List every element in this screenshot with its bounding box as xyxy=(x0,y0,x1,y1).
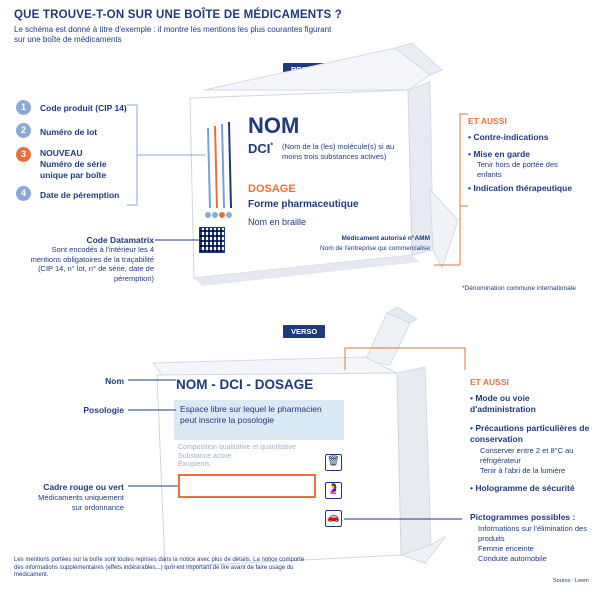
verso-precautions: Précautions particulières de conservatio… xyxy=(470,423,595,444)
car-icon: 🚗 xyxy=(325,510,342,527)
recto-mise-en-garde: Mise en garde xyxy=(468,149,530,160)
composition-text: Composition qualitative et quantitative xyxy=(178,444,296,451)
footer-source: Source : Leem xyxy=(553,578,589,584)
box-forme: Forme pharmaceutique xyxy=(248,199,359,210)
excipients-text: Excipients xyxy=(178,461,210,468)
number-badge-2: 2 xyxy=(16,123,31,138)
composition-block: Composition qualitative et quantitative … xyxy=(178,444,338,470)
page-subtitle: Le schéma est donné à titre d'exemple : … xyxy=(14,25,332,44)
item-numero-serie: Numéro de série unique par boîte xyxy=(40,159,107,180)
box-dci-note: (Nom de la (les) molécule(s) si au moins… xyxy=(282,142,395,161)
verso-etaussi-connector xyxy=(344,347,466,370)
box-dci: DCI* xyxy=(248,141,274,156)
datamatrix-connector xyxy=(155,239,199,241)
box-amm: Médicament autorisé n°AMM xyxy=(341,235,430,242)
verso-mode-administration: Mode ou voie d'administration xyxy=(470,393,590,414)
recto-et-aussi-title: ET AUSSI xyxy=(468,116,507,126)
page-title: QUE TROUVE-T-ON SUR UNE BOÎTE DE MÉDICAM… xyxy=(14,9,343,21)
verso-posologie-label: Posologie xyxy=(83,405,124,415)
datamatrix-text: Sont encodés à l'intérieur les 4 mention… xyxy=(30,245,154,283)
recto-etaussi-connector xyxy=(434,113,468,266)
box-entreprise: Nom de l'entreprise qui commercialise xyxy=(320,245,430,252)
pictos-connector xyxy=(344,518,462,520)
recto-indication: Indication thérapeutique xyxy=(468,183,572,194)
footer-note: Les mentions portées sur la boîte sont t… xyxy=(14,557,305,578)
verso-box-title: NOM - DCI - DOSAGE xyxy=(176,377,314,392)
pictos-title: Pictogrammes possibles : xyxy=(470,512,576,522)
verso-cadre-title: Cadre rouge ou vert xyxy=(43,482,124,492)
number-badge-4: 4 xyxy=(16,186,31,201)
item-code-produit: Code produit (CIP 14) xyxy=(40,103,127,113)
picto-elimination: Informations sur l'élimination des produ… xyxy=(478,524,587,543)
trash-bin-icon: 🗑 xyxy=(325,454,342,471)
posologie-text: Espace libre sur lequel le pharmacien pe… xyxy=(180,404,322,425)
verso-precautions-detail2: Tenir à l'abri de la lumière xyxy=(480,466,566,475)
verso-nom-label: Nom xyxy=(105,376,124,386)
datamatrix-code xyxy=(199,227,225,253)
picto-conduite: Conduite automobile xyxy=(478,554,547,563)
datamatrix-title: Code Datamatrix xyxy=(86,235,154,245)
verso-precautions-detail: Conserver entre 2 et 8°C au réfrigérateu… xyxy=(480,446,574,465)
number-badge-1: 1 xyxy=(16,100,31,115)
number-badge-3: 3 xyxy=(16,147,31,162)
substance-text: Substance active xyxy=(178,452,232,460)
recto-mise-en-garde-detail: Tenir hors de portée des enfants xyxy=(477,160,558,179)
verso-cadre-text: Médicaments uniquement sur ordonnance xyxy=(38,493,124,512)
item-nouveau-tag: NOUVEAU xyxy=(40,148,83,158)
verso-hologramme: Hologramme de sécurité xyxy=(470,483,574,494)
picto-femme-enceinte: Femme enceinte xyxy=(478,544,534,553)
recto-box-illustration xyxy=(189,42,459,286)
item-date-peremption: Date de péremption xyxy=(40,190,120,200)
item-numero-lot: Numéro de lot xyxy=(40,127,98,137)
verso-left-connectors xyxy=(128,379,178,487)
box-dosage: DOSAGE xyxy=(248,183,296,195)
posologie-panel: Espace libre sur lequel le pharmacien pe… xyxy=(174,400,344,440)
recto-contre-indications: Contre-indications xyxy=(468,132,548,143)
pregnant-woman-icon: 🤰 xyxy=(325,482,342,499)
box-nom: NOM xyxy=(248,113,300,138)
box-braille: Nom en braille xyxy=(248,217,307,227)
list-connector xyxy=(127,104,205,206)
verso-et-aussi-title: ET AUSSI xyxy=(470,377,509,387)
recto-footnote: *Dénomination commune internationale xyxy=(462,285,576,292)
cadre-rouge-ou-vert xyxy=(178,474,316,498)
verso-label: VERSO xyxy=(283,325,326,338)
